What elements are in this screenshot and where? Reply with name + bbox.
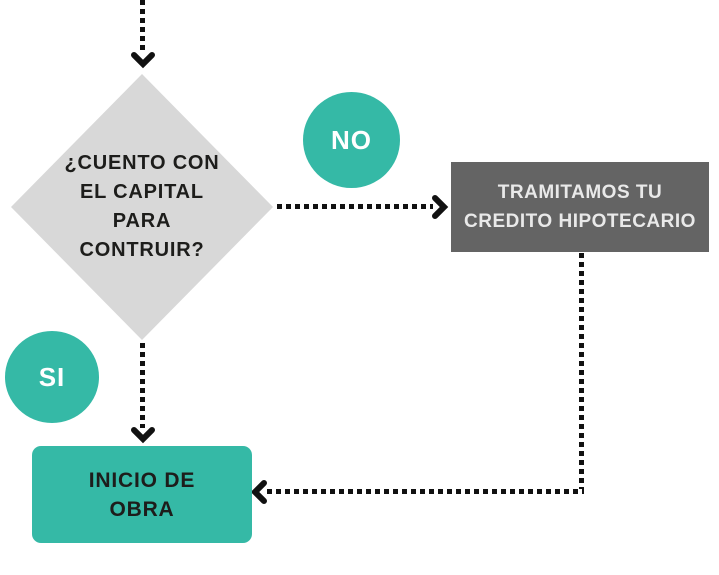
- decision-label: ¿CUENTO CON EL CAPITAL PARA CONTRUIR?: [64, 149, 219, 265]
- arrowhead-down-icon: [131, 52, 155, 69]
- decision-label-line: CONTRUIR?: [79, 239, 205, 261]
- start-box-label-line: INICIO DE: [88, 468, 196, 492]
- credit-process-label-line: TRAMITAMOS TU: [497, 182, 663, 203]
- decision-label-line: PARA: [112, 210, 172, 232]
- arrowhead-left-icon: [250, 480, 267, 504]
- start-box: INICIO DE OBRA: [32, 446, 252, 543]
- arrowhead-right-icon: [432, 195, 449, 219]
- arrowhead-down-icon: [131, 427, 155, 444]
- entry-edge: [140, 0, 145, 52]
- credit-process-label-line: CREDITO HIPOTECARIO: [464, 211, 696, 232]
- decision-diamond: ¿CUENTO CON EL CAPITAL PARA CONTRUIR?: [11, 74, 273, 340]
- si-branch-edge: [140, 343, 145, 428]
- credit-to-start-edge-horizontal: [267, 489, 584, 494]
- no-branch-edge: [277, 204, 433, 209]
- no-branch-badge: NO: [303, 92, 400, 188]
- credit-to-start-edge-vertical: [579, 253, 584, 489]
- credit-process-box: TRAMITAMOS TU CREDITO HIPOTECARIO: [451, 162, 709, 252]
- decision-label-line: ¿CUENTO CON: [64, 152, 220, 174]
- decision-label-line: EL CAPITAL: [80, 181, 204, 203]
- no-branch-label: NO: [331, 124, 372, 155]
- start-box-label-line: OBRA: [109, 497, 175, 521]
- si-branch-label: SI: [38, 361, 66, 392]
- si-branch-badge: SI: [5, 331, 99, 423]
